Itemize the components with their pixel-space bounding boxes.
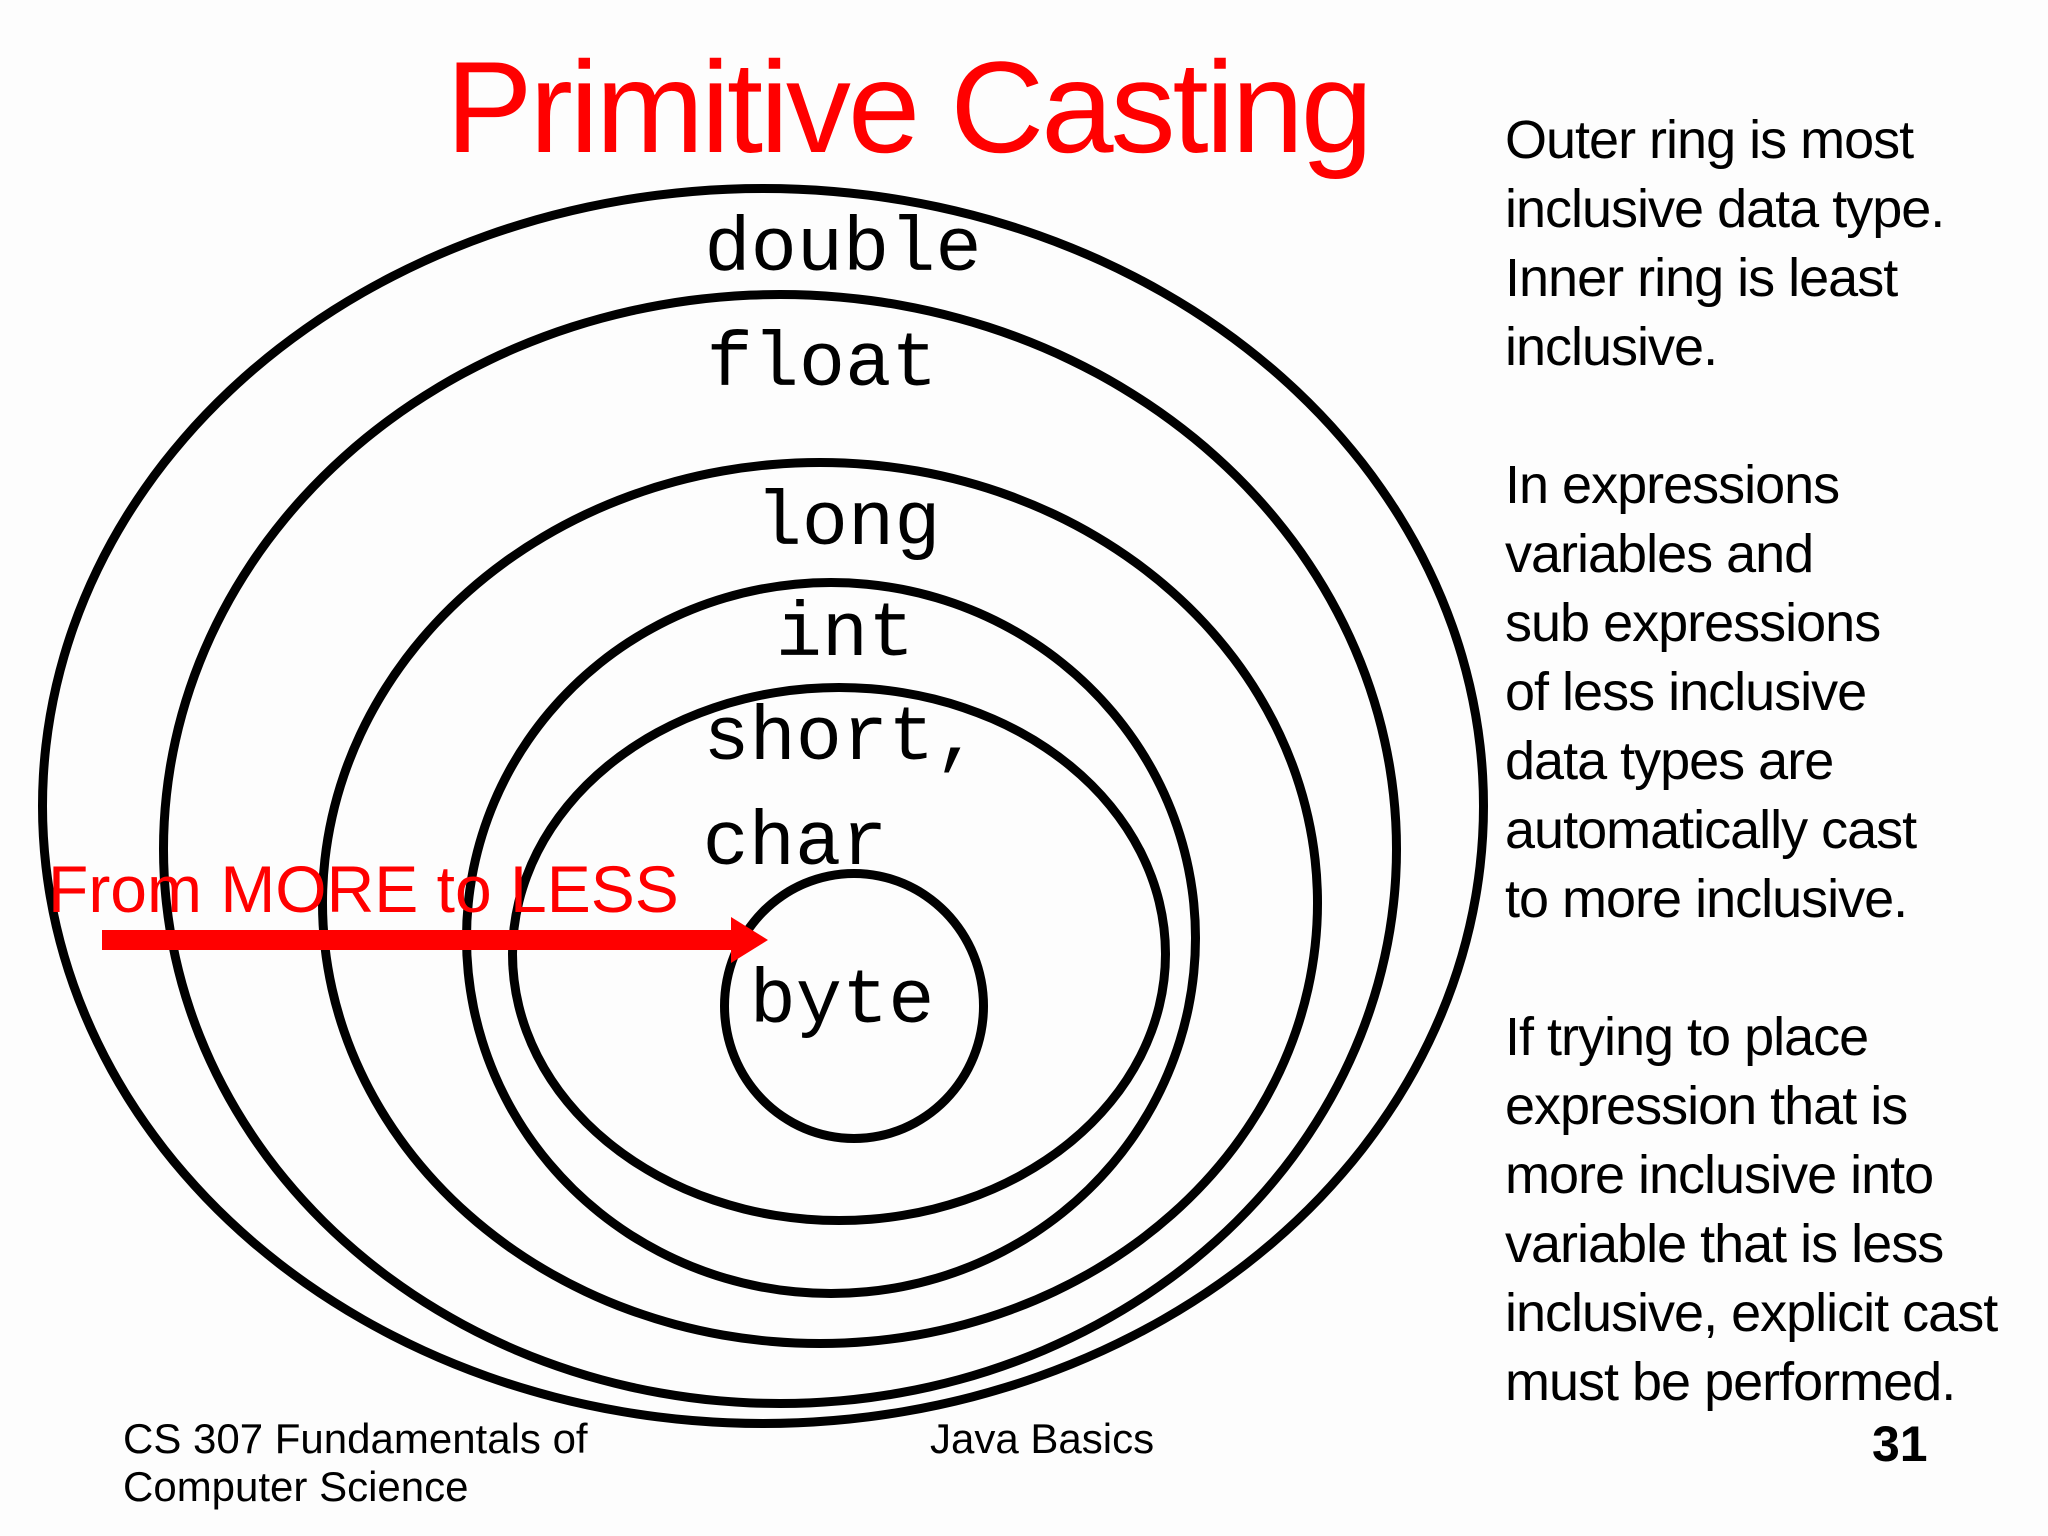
ring-float — [159, 290, 1401, 1408]
cast-direction-label: From MORE to LESS — [48, 852, 679, 926]
ring-double — [38, 184, 1488, 1428]
ring-label-short: short, — [703, 696, 981, 783]
footer-course-name: CS 307 Fundamentals of Computer Science — [123, 1415, 588, 1510]
page-title: Primitive Casting — [445, 34, 1373, 180]
ring-label-byte: byte — [749, 959, 935, 1046]
cast-direction-arrowhead-icon — [731, 917, 768, 963]
ring-long — [318, 458, 1322, 1348]
footer-section-name: Java Basics — [930, 1415, 1155, 1462]
ring-short-char — [508, 683, 1170, 1225]
ring-label-long: long — [755, 481, 941, 568]
ring-label-float: float — [706, 322, 938, 409]
cast-direction-arrow — [102, 930, 731, 950]
page-number: 31 — [1872, 1416, 1928, 1472]
ring-label-double: double — [704, 207, 982, 294]
notes-column: Outer ring is most inclusive data type. … — [1505, 106, 2048, 1486]
note-automatic-cast: In expressions variables and sub express… — [1505, 455, 1917, 929]
ring-label-char: char — [702, 801, 888, 888]
note-inclusive-rings: Outer ring is most inclusive data type. … — [1505, 110, 1945, 377]
note-explicit-cast: If trying to place expression that is mo… — [1505, 1007, 1998, 1412]
ring-byte — [720, 869, 988, 1143]
ring-label-int: int — [775, 592, 915, 679]
